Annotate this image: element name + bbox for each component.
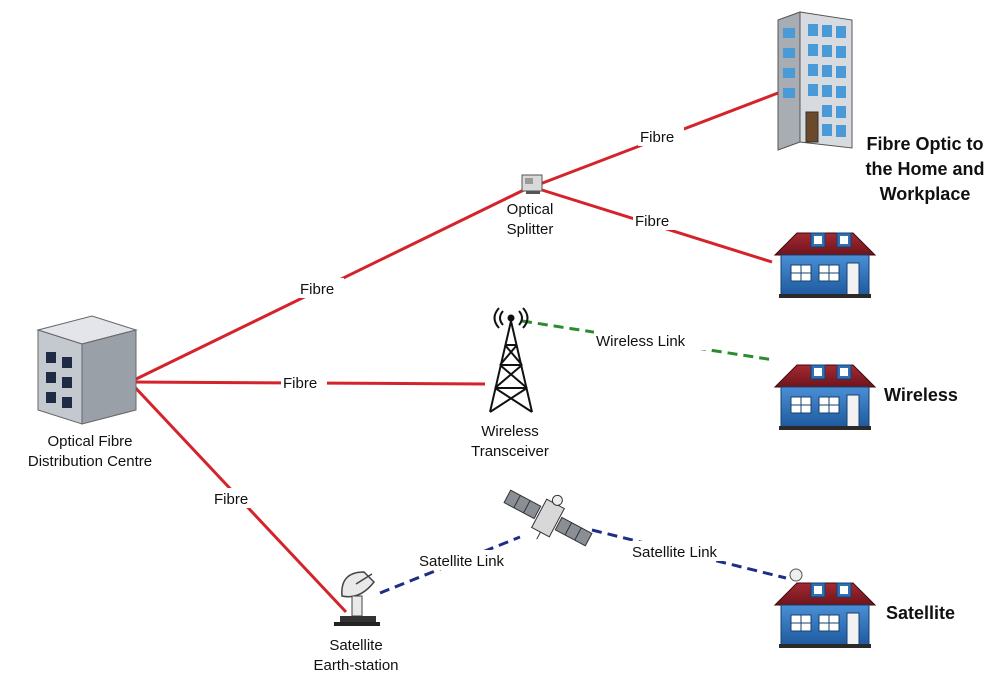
satellite-destination-label: Satellite [886,603,955,623]
satellite-uplink-label: Satellite Link [419,553,505,570]
satellite-dish-icon [334,571,380,626]
house-icon-satellite [774,568,876,649]
optical-splitter-label-line1: Optical [507,201,554,218]
fibre-label-transceiver: Fibre [283,375,317,392]
wireless-destination-label: Wireless [884,385,958,405]
satellite-downlink-label: Satellite Link [632,544,718,561]
office-building-icon [777,11,853,151]
fibre-label-earth-station: Fibre [214,491,248,508]
wireless-tower-icon [489,307,533,413]
earth-station-label-line1: Satellite [329,637,382,654]
optical-splitter-icon [521,174,543,194]
house-icon-wireless [774,364,876,431]
wireless-link-label: Wireless Link [596,333,686,350]
wireless-link-line [521,319,775,362]
optical-splitter-label-line2: Splitter [507,221,554,238]
rooftop-dish-icon [789,568,803,582]
distribution-centre-icon [36,315,138,425]
fttx-title-line1: Fibre Optic to [867,134,984,154]
fibre-label-building: Fibre [640,129,674,146]
fttx-title-line2: the Home and [865,159,984,179]
fibre-label-home: Fibre [635,213,669,230]
fttx-title-line3: Workplace [880,184,971,204]
satellite-icon [503,489,593,547]
house-icon-fibre [774,232,876,299]
fibre-label-splitter: Fibre [300,281,334,298]
fibre-links [128,91,779,614]
earth-station-label-line2: Earth-station [313,657,398,674]
wireless-transceiver-label-line2: Transceiver [471,443,549,460]
distribution-centre-label-line2: Distribution Centre [28,453,152,470]
wireless-transceiver-label-line1: Wireless [481,423,539,440]
satellite-uplink-line [379,535,521,595]
distribution-centre-label-line1: Optical Fibre [47,433,132,450]
